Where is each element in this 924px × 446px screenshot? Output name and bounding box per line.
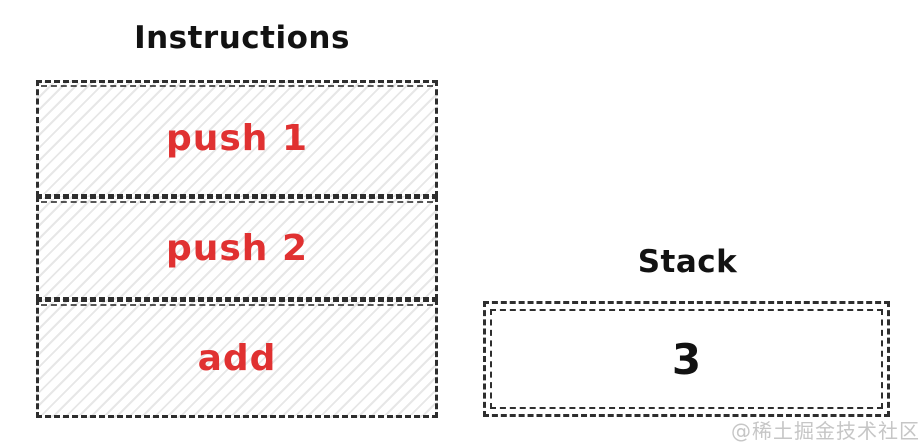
instruction-row-add: add bbox=[36, 299, 438, 418]
instructions-title: Instructions bbox=[134, 20, 350, 56]
stack-title: Stack bbox=[637, 244, 738, 280]
instruction-label: push 2 bbox=[165, 227, 309, 269]
instruction-row-push-2: push 2 bbox=[36, 196, 438, 300]
stack-box: 3 bbox=[483, 301, 890, 417]
watermark: @稀土掘金技术社区 bbox=[731, 419, 920, 443]
instruction-row-push-1: push 1 bbox=[36, 80, 438, 197]
instruction-label: push 1 bbox=[165, 118, 309, 159]
stack-value: 3 bbox=[671, 334, 702, 384]
instruction-label: add bbox=[197, 338, 277, 379]
instructions-box: push 1 push 2 add bbox=[36, 80, 438, 418]
